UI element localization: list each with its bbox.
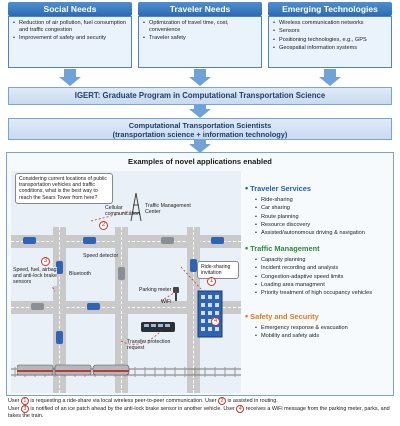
- lane-marking: [193, 227, 194, 393]
- scientists-banner: Computational Transportation Scientists …: [8, 118, 392, 140]
- needs-item: Improvement of safety and security: [13, 35, 127, 42]
- flow-arrow-stem: [64, 69, 76, 77]
- vehicle-sensors-label: Speed, fuel, airbag and anti-lock brake …: [13, 267, 57, 286]
- emerging-tech-header: Emerging Technologies: [268, 2, 392, 16]
- services-column: •Traveler Services Ride-sharing Car shar…: [241, 171, 393, 393]
- user-marker-2: 2: [99, 221, 108, 230]
- caption-text: is notified of an ice patch ahead by the…: [30, 406, 235, 413]
- igert-banner: IGERT: Graduate Program in Computational…: [8, 87, 392, 105]
- car-icon: [23, 237, 36, 244]
- caption-marker-2: 2: [217, 397, 226, 405]
- service-item: Car sharing: [255, 204, 365, 213]
- caption-marker-3: 3: [20, 405, 29, 414]
- traffic-management-center-label: Traffic Management Center: [145, 203, 191, 216]
- bullet-icon: •: [245, 243, 249, 253]
- car-icon: [118, 267, 125, 280]
- traffic-management-list: Capacity planning Incident recording and…: [255, 256, 372, 298]
- social-needs-header: Social Needs: [8, 2, 132, 16]
- flow-arrow: [189, 144, 211, 153]
- wifi-label: WiFi: [161, 299, 172, 305]
- scientists-subtitle: (transportation science + information te…: [112, 130, 288, 139]
- service-item: Congestion-adaptive speed limits: [255, 273, 372, 282]
- parking-meter-label: Parking meter: [139, 287, 172, 293]
- traveler-needs-header: Traveler Needs: [138, 2, 262, 16]
- service-item: Route planning: [255, 213, 365, 222]
- needs-item: Sensors: [273, 28, 387, 35]
- service-item: Emergency response & evacuation: [255, 324, 348, 333]
- lane-marking: [59, 227, 60, 393]
- user-marker-3: 3: [41, 257, 50, 266]
- parking-meter-icon: [173, 287, 179, 301]
- traffic-management-heading: •Traffic Management: [245, 243, 320, 253]
- social-needs-box: Reduction of air pollution, fuel consump…: [8, 16, 132, 68]
- ridesharing-invitation-callout: Ride-sharing invitation: [197, 261, 239, 280]
- service-item: Loading area managment: [255, 281, 372, 290]
- safety-security-title: Safety and Security: [250, 312, 319, 321]
- service-item: Assisted/autonomous driving & navigation: [255, 229, 365, 238]
- traffic-management-title: Traffic Management: [250, 244, 320, 253]
- car-icon: [190, 259, 197, 272]
- car-icon: [211, 237, 224, 244]
- safety-security-heading: •Safety and Security: [245, 311, 319, 321]
- bluetooth-label: Bluetooth: [69, 271, 91, 277]
- train-icon: [17, 364, 130, 376]
- traveler-needs-box: Optimization of travel time, cost, conve…: [138, 16, 262, 68]
- cell-tower-icon: [130, 193, 142, 221]
- user-marker-4: 4: [211, 317, 220, 326]
- traveler-services-heading: •Traveler Services: [245, 183, 311, 193]
- needs-item: Geospatial information systems: [273, 45, 387, 52]
- flow-arrow-stem: [194, 69, 206, 77]
- route-query-callout: Considering current locations of public …: [15, 173, 113, 204]
- car-icon: [83, 237, 96, 244]
- car-icon: [56, 331, 63, 344]
- figure-caption: User 1 is requesting a ride-share via lo…: [8, 397, 394, 421]
- needs-item: Wireless communication networks: [273, 20, 387, 27]
- car-icon: [161, 237, 174, 244]
- safety-security-list: Emergency response & evacuation Mobility…: [255, 324, 348, 341]
- service-item: Capacity planning: [255, 256, 372, 265]
- flow-arrow: [189, 77, 211, 86]
- service-item: Ride-sharing: [255, 196, 365, 205]
- applications-title: Examples of novel applications enabled: [128, 157, 272, 166]
- traveler-services-title: Traveler Services: [250, 184, 311, 193]
- lane-marking: [121, 227, 122, 393]
- flow-arrow-stem: [194, 105, 206, 110]
- flow-arrow: [59, 77, 81, 86]
- applications-panel: Examples of novel applications enabled: [6, 152, 394, 396]
- transfer-request-label: Transfer protection request: [127, 339, 171, 352]
- bullet-icon: •: [245, 311, 249, 321]
- service-item: Incident recording and analysis: [255, 264, 372, 273]
- scientists-title: Computational Transportation Scientists: [128, 121, 272, 130]
- car-icon: [56, 261, 63, 274]
- service-item: Priority treatment of high occupancy veh…: [255, 289, 372, 298]
- flow-arrow-stem: [194, 140, 206, 145]
- office-building-icon: [197, 290, 223, 338]
- caption-text: User: [8, 398, 20, 404]
- caption-marker-1: 1: [20, 397, 29, 405]
- bus-icon: [141, 322, 175, 332]
- flow-arrow-stem: [324, 69, 336, 77]
- caption-text: User: [8, 406, 20, 413]
- caption-text: is assisted in routing.: [227, 398, 278, 404]
- city-map-illustration: Considering current locations of public …: [11, 171, 241, 393]
- emerging-tech-box: Wireless communication networks Sensors …: [268, 16, 392, 68]
- caption-text: receives a WiFi message from the parking…: [8, 406, 390, 420]
- flow-arrow: [319, 77, 341, 86]
- needs-item: Positioning technologies, e.g., GPS: [273, 37, 387, 44]
- car-icon: [31, 303, 44, 310]
- needs-item: Reduction of air pollution, fuel consump…: [13, 20, 127, 34]
- needs-item: Optimization of travel time, cost, conve…: [143, 20, 257, 34]
- bullet-icon: •: [245, 183, 249, 193]
- service-item: Resource discovery: [255, 221, 365, 230]
- service-item: Mobility and safety aids: [255, 332, 348, 341]
- traveler-services-list: Ride-sharing Car sharing Route planning …: [255, 196, 365, 238]
- caption-marker-4: 4: [236, 405, 245, 414]
- speed-detector-label: Speed detector: [83, 253, 119, 259]
- flow-arrow: [189, 109, 211, 118]
- car-icon: [87, 303, 100, 310]
- cellular-label: Cellular communication: [105, 205, 140, 218]
- user-marker-1: 1: [207, 277, 216, 286]
- caption-text: is requesting a ride-share via local wir…: [30, 398, 217, 404]
- needs-item: Traveler safety: [143, 35, 257, 42]
